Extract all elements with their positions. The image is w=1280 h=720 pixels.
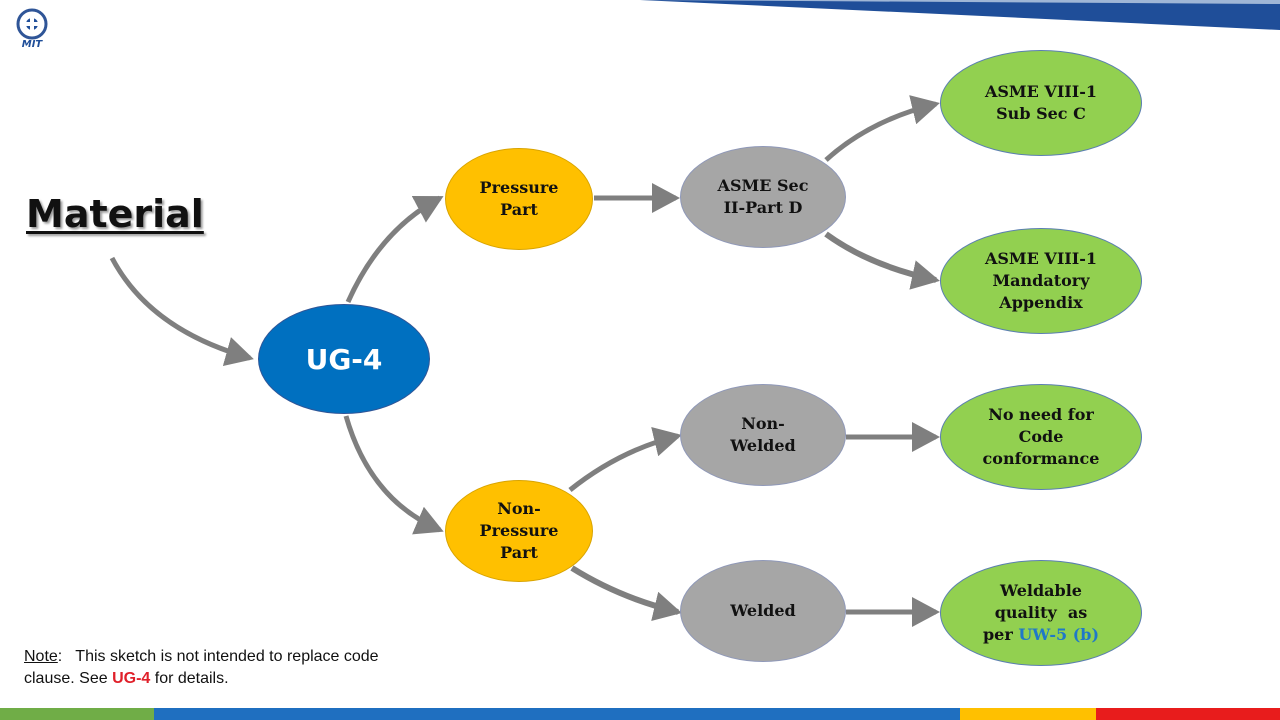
arrow-ug4-to-pressure bbox=[345, 195, 444, 304]
node-asme-viii-sub-c: ASME VIII-1 Sub Sec C bbox=[940, 50, 1142, 156]
node-noneed-line1: No need for bbox=[988, 405, 1094, 424]
note-text-2: for details. bbox=[150, 670, 229, 687]
top-decoration bbox=[640, 0, 1280, 30]
node-asme-sec-ii: ASME Sec II-Part D bbox=[680, 146, 846, 248]
node-no-need-conformance: No need for Code conformance bbox=[940, 384, 1142, 490]
page-title: Material bbox=[26, 192, 204, 236]
node-ug4: UG-4 bbox=[258, 304, 430, 414]
node-asme2-line2: II-Part D bbox=[723, 198, 803, 217]
node-weldable-line1: Weldable bbox=[1000, 581, 1082, 600]
uw5b-reference: UW-5 (b) bbox=[1018, 625, 1100, 644]
note: Note: This sketch is not intended to rep… bbox=[24, 646, 414, 690]
node-subc-line1: ASME VIII-1 bbox=[984, 82, 1098, 101]
node-nonpressure-line3: Part bbox=[500, 543, 538, 562]
note-text-1: : This sketch is not intended to replace… bbox=[24, 648, 384, 687]
node-pressure-line1: Pressure bbox=[479, 178, 559, 197]
arrow-ug4-to-nonpressure bbox=[343, 415, 444, 535]
node-nonwelded-line1: Non- bbox=[741, 414, 785, 433]
weldable-per-text: per bbox=[982, 625, 1013, 644]
node-mand-line3: Appendix bbox=[999, 293, 1083, 312]
footer-bar-green bbox=[0, 708, 154, 720]
node-welded-label: Welded bbox=[730, 601, 796, 620]
node-mand-line2: Mandatory bbox=[992, 271, 1090, 290]
node-noneed-line2: Code bbox=[1018, 427, 1064, 446]
arrow-asme2-to-mand bbox=[824, 231, 940, 290]
node-pressure-line2: Part bbox=[500, 200, 538, 219]
node-nonpressure-line1: Non- bbox=[497, 499, 541, 518]
node-asme-viii-mandatory-appendix: ASME VIII-1 Mandatory Appendix bbox=[940, 228, 1142, 334]
node-subc-line2: Sub Sec C bbox=[996, 104, 1086, 123]
node-mand-line1: ASME VIII-1 bbox=[984, 249, 1098, 268]
node-weldable-quality: Weldable quality as per UW-5 (b) bbox=[940, 560, 1142, 666]
arrow-material-to-ug4 bbox=[109, 256, 254, 366]
node-weldable-line3: per UW-5 (b) bbox=[983, 624, 1099, 646]
node-weldable-line2: quality as bbox=[994, 603, 1088, 622]
node-non-welded: Non- Welded bbox=[680, 384, 846, 486]
note-label: Note bbox=[24, 648, 58, 665]
node-noneed-line3: conformance bbox=[982, 449, 1100, 468]
arrow-nonpressure-to-nonwelded bbox=[568, 427, 682, 492]
node-nonpressure-line2: Pressure bbox=[479, 521, 559, 540]
footer-bar-yellow bbox=[960, 708, 1096, 720]
svg-text:MIT: MIT bbox=[22, 39, 44, 50]
node-pressure-part: Pressure Part bbox=[445, 148, 593, 250]
note-ug4-reference: UG-4 bbox=[112, 670, 151, 687]
footer-bar-blue bbox=[154, 708, 960, 720]
arrow-nonpressure-to-welded bbox=[570, 565, 682, 621]
footer-bar-red bbox=[1096, 708, 1280, 720]
node-nonwelded-line2: Welded bbox=[730, 436, 796, 455]
node-asme2-line1: ASME Sec bbox=[717, 176, 809, 195]
arrow-asme2-to-subc bbox=[824, 95, 940, 162]
node-welded: Welded bbox=[680, 560, 846, 662]
node-non-pressure-part: Non- Pressure Part bbox=[445, 480, 593, 582]
company-logo: MIT bbox=[8, 6, 56, 54]
node-ug4-label: UG-4 bbox=[305, 342, 383, 376]
